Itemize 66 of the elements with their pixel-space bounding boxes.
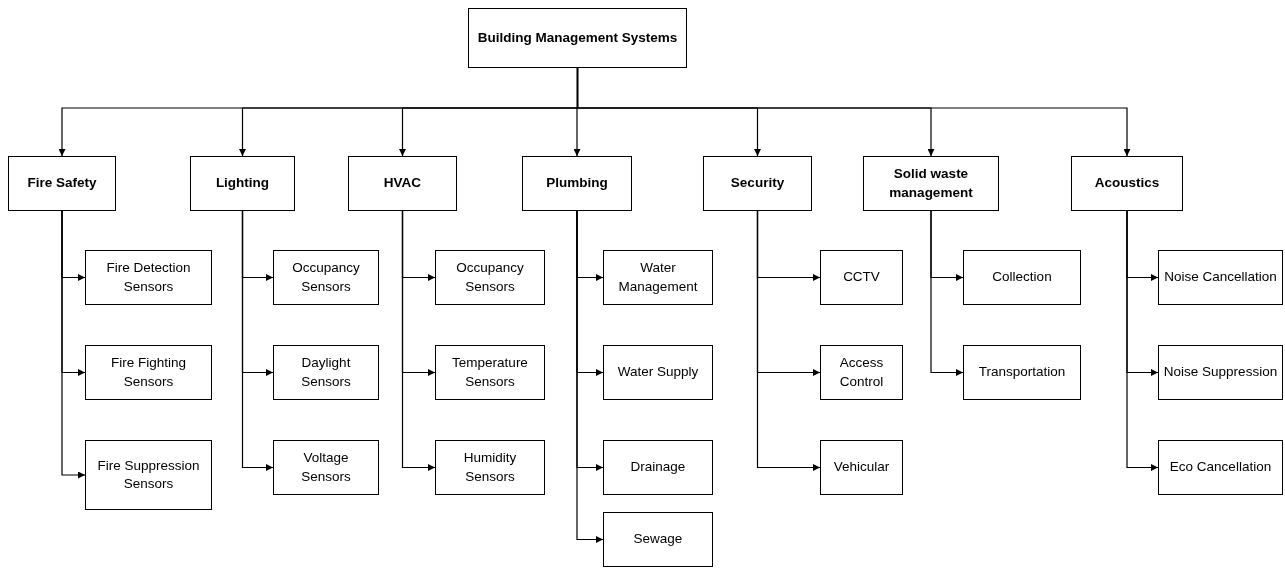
category-box	[703, 156, 812, 211]
subsystem-box	[85, 250, 212, 305]
box-label: Access Control	[838, 354, 885, 391]
subsystem-box	[820, 250, 903, 305]
subsystem-box	[603, 250, 713, 305]
subsystem-box	[273, 440, 379, 495]
arrow	[576, 210, 604, 543]
box-label: Temperature Sensors	[451, 354, 529, 391]
subsystem-box	[603, 512, 713, 567]
box-label: Collection	[991, 268, 1053, 287]
category-box	[348, 156, 457, 211]
box-label: Occupancy Sensors	[291, 259, 361, 296]
box-label: Drainage	[629, 458, 687, 477]
category-box	[863, 156, 999, 211]
category-box	[190, 156, 295, 211]
box-label: Daylight Sensors	[300, 354, 352, 391]
arrow	[576, 67, 1131, 157]
arrow	[756, 210, 821, 471]
category-box	[522, 156, 632, 211]
box-label: Fire Suppression Sensors	[96, 456, 201, 493]
subsystem-box	[435, 345, 545, 400]
box-label: Building Management Systems	[476, 28, 679, 47]
box-label: Sewage	[632, 530, 684, 549]
box-label: Voltage Sensors	[300, 449, 352, 486]
box-label: Fire Detection Sensors	[105, 259, 192, 296]
box-label: Lighting	[214, 174, 271, 193]
subsystem-box	[273, 345, 379, 400]
arrow	[1126, 210, 1159, 471]
box-label: Transportation	[977, 363, 1067, 382]
box-label: Plumbing	[545, 174, 609, 193]
subsystem-box	[435, 250, 545, 305]
category-box	[1071, 156, 1183, 211]
box-label: Vehicular	[832, 458, 891, 477]
arrow	[241, 210, 274, 471]
box-label: CCTV	[842, 268, 881, 287]
arrow	[930, 210, 964, 376]
box-label: Solid waste management	[888, 165, 974, 202]
box-label: Water Management	[617, 259, 699, 296]
subsystem-box	[85, 440, 212, 510]
subsystem-box	[435, 440, 545, 495]
subsystem-box	[85, 345, 212, 400]
subsystem-box	[820, 440, 903, 495]
subsystem-box	[963, 345, 1081, 400]
box-label: Acoustics	[1093, 174, 1161, 193]
box-label: Occupancy Sensors	[455, 259, 525, 296]
box-label: Fire Safety	[26, 174, 98, 193]
box-label: Water Supply	[616, 363, 700, 382]
subsystem-box	[963, 250, 1081, 305]
box-label: Fire Fighting Sensors	[110, 354, 187, 391]
box-label: HVAC	[382, 174, 423, 193]
subsystem-box	[603, 345, 713, 400]
subsystem-box	[273, 250, 379, 305]
arrow	[401, 210, 436, 471]
subsystem-box	[603, 440, 713, 495]
subsystem-box	[820, 345, 903, 400]
subsystem-box	[1158, 345, 1283, 400]
box-label: Noise Cancellation	[1163, 268, 1278, 287]
subsystem-box	[1158, 440, 1283, 495]
box-label: Noise Suppression	[1162, 363, 1279, 382]
arrow	[61, 210, 86, 479]
box-label: Eco Cancellation	[1168, 458, 1273, 477]
box-label: Security	[729, 174, 786, 193]
root-box	[468, 8, 687, 68]
category-box	[8, 156, 116, 211]
subsystem-box	[1158, 250, 1283, 305]
box-label: Humidity Sensors	[462, 449, 518, 486]
